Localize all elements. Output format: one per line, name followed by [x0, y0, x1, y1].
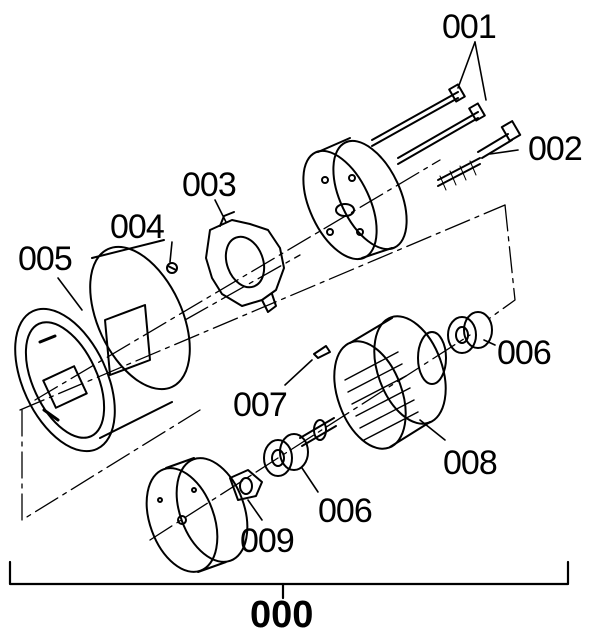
assembly-bracket	[8, 560, 570, 600]
armature	[299, 315, 447, 450]
bearing-upper	[447, 311, 493, 354]
front-end-cover	[145, 457, 249, 573]
screw-004	[166, 262, 178, 274]
label-003: 003	[182, 166, 237, 204]
label-007: 007	[233, 386, 288, 424]
label-001: 001	[442, 8, 497, 46]
label-006-lower: 006	[318, 492, 373, 530]
label-009: 009	[240, 522, 295, 560]
label-005: 005	[18, 240, 73, 278]
leader-lines	[57, 41, 519, 521]
brush-holder	[205, 211, 285, 313]
through-bolts	[371, 83, 486, 191]
label-002: 002	[528, 130, 583, 168]
label-004: 004	[110, 208, 165, 246]
yoke-housing	[14, 239, 191, 453]
axis-lines	[19, 159, 516, 541]
label-008: 008	[443, 444, 498, 482]
assembly-label: 000	[250, 594, 314, 636]
key-007	[313, 345, 331, 359]
rear-end-cover	[302, 137, 408, 261]
label-006-upper: 006	[497, 334, 552, 372]
bearing-lower	[263, 433, 309, 477]
washer-009	[229, 469, 263, 501]
bolt-002	[477, 120, 522, 159]
